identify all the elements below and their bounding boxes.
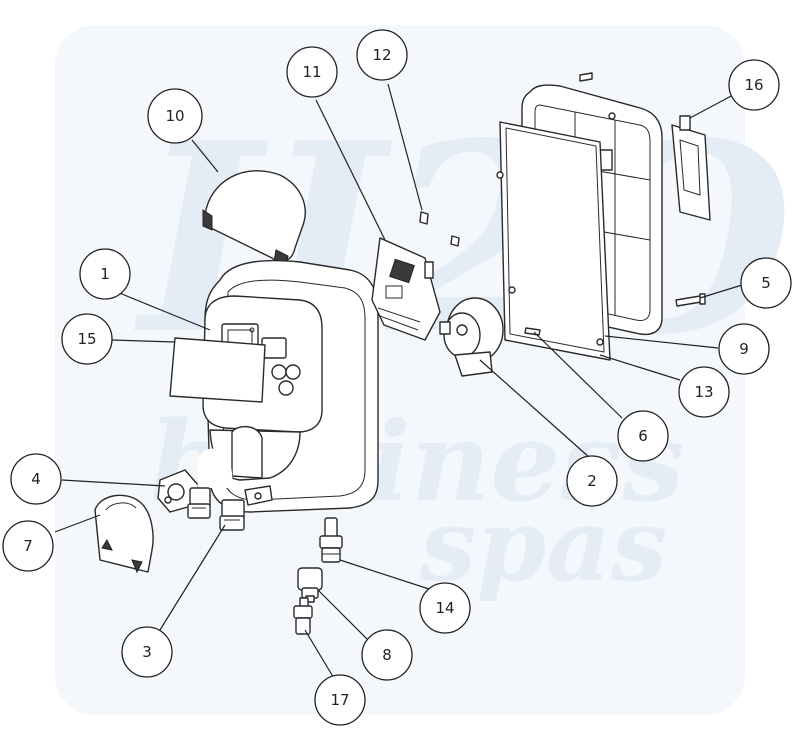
callout-2: 2 — [566, 455, 618, 507]
callout-label: 11 — [302, 63, 321, 81]
part-4-pump-head — [157, 469, 199, 513]
leader-14 — [339, 559, 433, 591]
part-11-circuit-board — [371, 237, 441, 341]
part-8-check-valve — [297, 567, 323, 603]
callout-16: 16 — [728, 59, 780, 111]
part-6-screw — [524, 327, 541, 336]
leader-4 — [61, 479, 166, 487]
callout-3: 3 — [121, 626, 173, 678]
callouts: 1 2 3 4 5 6 7 8 9 10 11 12 13 14 15 16 1… — [2, 29, 792, 726]
part-13-screw-top — [579, 72, 593, 82]
callout-7: 7 — [2, 520, 54, 572]
callout-label: 14 — [435, 599, 454, 617]
leader-17 — [304, 629, 336, 681]
part-7-pump-cover — [94, 494, 154, 574]
callout-13: 13 — [678, 366, 730, 418]
callout-label: 17 — [330, 691, 349, 709]
callout-12: 12 — [356, 29, 408, 81]
callout-14: 14 — [419, 582, 471, 634]
leader-6 — [533, 331, 623, 419]
callout-label: 16 — [744, 76, 763, 94]
callout-label: 15 — [77, 330, 96, 348]
callout-17: 17 — [314, 674, 366, 726]
callout-10: 10 — [147, 88, 203, 144]
callout-label: 13 — [694, 383, 713, 401]
leader-5 — [699, 284, 743, 299]
leader-lines — [54, 83, 743, 681]
callout-8: 8 — [361, 629, 413, 681]
callout-label: 7 — [23, 537, 33, 555]
watermark-line2: spas — [419, 486, 667, 604]
part-9-back-plate — [496, 84, 663, 361]
leader-1 — [111, 289, 211, 331]
callout-label: 4 — [31, 470, 41, 488]
callout-label: 5 — [761, 274, 771, 292]
callout-5: 5 — [740, 257, 792, 309]
leader-9 — [604, 335, 719, 349]
leader-8 — [317, 589, 369, 641]
leader-10 — [191, 139, 219, 173]
callout-11: 11 — [286, 46, 338, 98]
leader-13 — [599, 354, 681, 381]
leader-3 — [159, 524, 226, 631]
leader-2 — [479, 359, 591, 459]
part-12-screws — [419, 211, 460, 247]
callout-4: 4 — [10, 453, 62, 505]
part-17-injector — [293, 597, 313, 635]
callout-9: 9 — [718, 323, 770, 375]
callout-label: 3 — [142, 643, 152, 661]
leader-16 — [689, 94, 734, 119]
leader-12 — [387, 83, 423, 211]
part-14-fitting — [319, 517, 343, 563]
part-15-front-label — [169, 337, 266, 403]
callout-label: 10 — [165, 107, 184, 125]
callout-1: 1 — [79, 248, 131, 300]
leader-15 — [111, 339, 176, 343]
callout-label: 8 — [382, 646, 392, 664]
leader-7 — [54, 514, 101, 533]
callout-label: 2 — [587, 472, 597, 490]
part-2-motor — [439, 297, 504, 377]
callout-label: 12 — [372, 46, 391, 64]
leader-11 — [315, 99, 386, 241]
part-3-tubing — [187, 448, 245, 531]
callout-label: 9 — [739, 340, 749, 358]
part-5-screw — [675, 293, 706, 307]
part-16-wall-bracket — [671, 115, 711, 221]
callout-label: 6 — [638, 427, 648, 445]
part-10-top-cover — [202, 170, 306, 269]
callout-6: 6 — [617, 410, 669, 462]
callout-label: 1 — [100, 265, 110, 283]
callout-15: 15 — [61, 313, 113, 365]
